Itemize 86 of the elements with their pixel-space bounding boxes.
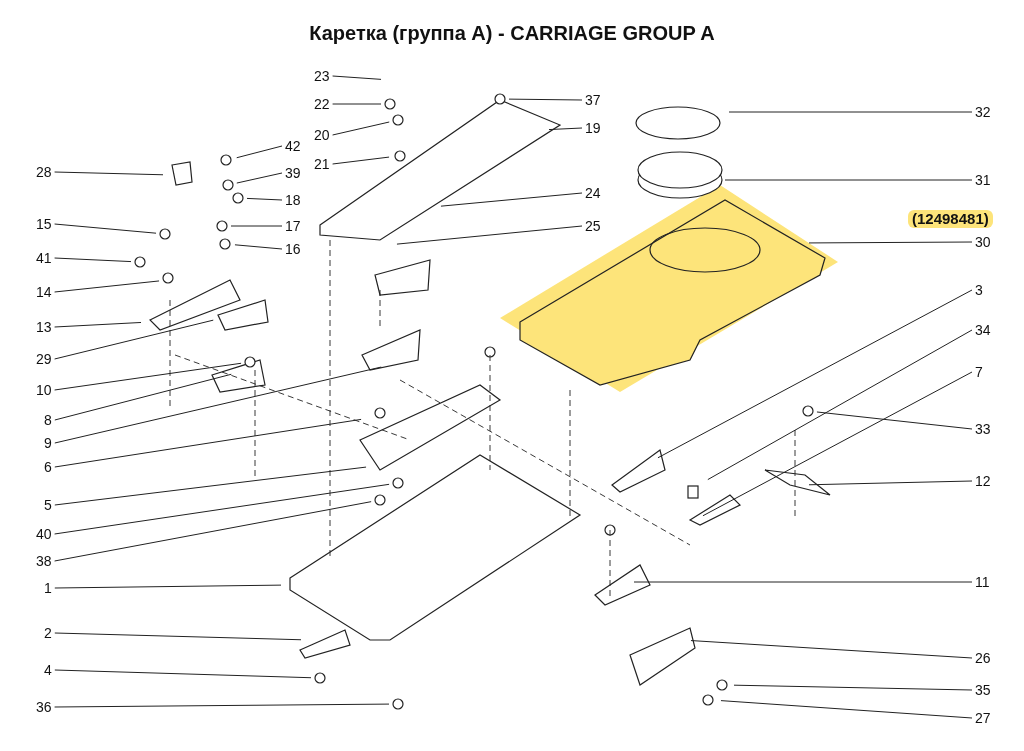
callout-number: 4 [44,662,52,678]
leader-line [332,156,390,165]
callout-number: 20 [314,127,330,143]
callout-number: 39 [285,165,301,181]
leader-line [720,700,973,719]
callout-number: 10 [36,382,52,398]
leader-line [724,179,973,181]
callout-number: 31 [975,172,991,188]
leader-line [396,225,583,245]
callout-number: 25 [585,218,601,234]
leader-line [54,280,160,293]
callout-number: 17 [285,218,301,234]
leader-line [728,111,973,113]
callout-number: 26 [975,650,991,666]
leader-line [633,581,973,583]
leader-line [54,171,164,176]
leader-line [54,321,142,328]
leader-line [332,75,382,80]
callout-number: 40 [36,526,52,542]
callout-number: 37 [585,92,601,108]
leader-line [733,684,973,691]
leader-line [54,319,214,360]
callout-number: 35 [975,682,991,698]
callout-number: 12 [975,473,991,489]
callout-number: 5 [44,497,52,513]
leader-line [54,366,382,444]
callout-number: 16 [285,241,301,257]
callout-number: 24 [585,185,601,201]
callout-number: 23 [314,68,330,84]
leader-line [702,371,973,517]
leader-line [54,418,362,468]
callout-number: 9 [44,435,52,451]
leader-line [54,632,302,641]
callout-number: 33 [975,421,991,437]
callout-number: 19 [585,120,601,136]
callout-number: 38 [36,553,52,569]
leader-line [508,98,583,101]
leader-line [816,411,973,430]
callout-number: 7 [975,364,983,380]
callout-number: 42 [285,138,301,154]
callout-number: 22 [314,96,330,112]
callout-number: 13 [36,319,52,335]
callout-number: 3 [975,282,983,298]
leader-line [808,480,973,486]
callout-number: 18 [285,192,301,208]
callout-number: 21 [314,156,330,172]
leader-line [54,362,242,391]
callout-number: 30 [975,234,991,250]
callout-number: 34 [975,322,991,338]
callout-number: 36 [36,699,52,715]
callout-number: 14 [36,284,52,300]
leader-line [234,244,283,250]
diagram-title: Каретка (группа А) - CARRIAGE GROUP A [308,22,716,45]
leader-line [548,127,583,131]
leader-line [707,329,973,481]
leader-line [236,172,283,184]
leader-line [246,197,283,201]
leader-line [54,501,372,562]
callout-number: 2 [44,625,52,641]
leader-line [440,192,583,207]
callout-number: 6 [44,459,52,475]
leader-line [54,223,157,234]
leader-line [808,241,973,244]
callout-number: 11 [975,574,990,590]
leader-line [657,289,973,459]
leader-line [54,584,282,589]
leader-line [54,373,232,421]
leader-line [54,483,390,535]
callout-number: 32 [975,104,991,120]
leader-line [236,145,283,159]
leader-line [690,640,973,659]
callout-number: 41 [36,250,52,266]
callout-number: 28 [36,164,52,180]
leader-line [54,257,132,263]
part-number: (12498481) [908,210,993,228]
leader-line [54,703,390,708]
callout-number: 1 [44,580,52,596]
callout-number: 27 [975,710,991,726]
leader-line [332,121,390,136]
leader-line [54,669,312,679]
leader-line [332,103,382,105]
callout-number: 15 [36,216,52,232]
callout-number: 29 [36,351,52,367]
leader-line [54,466,367,506]
callout-number: 8 [44,412,52,428]
leader-line [230,225,283,227]
